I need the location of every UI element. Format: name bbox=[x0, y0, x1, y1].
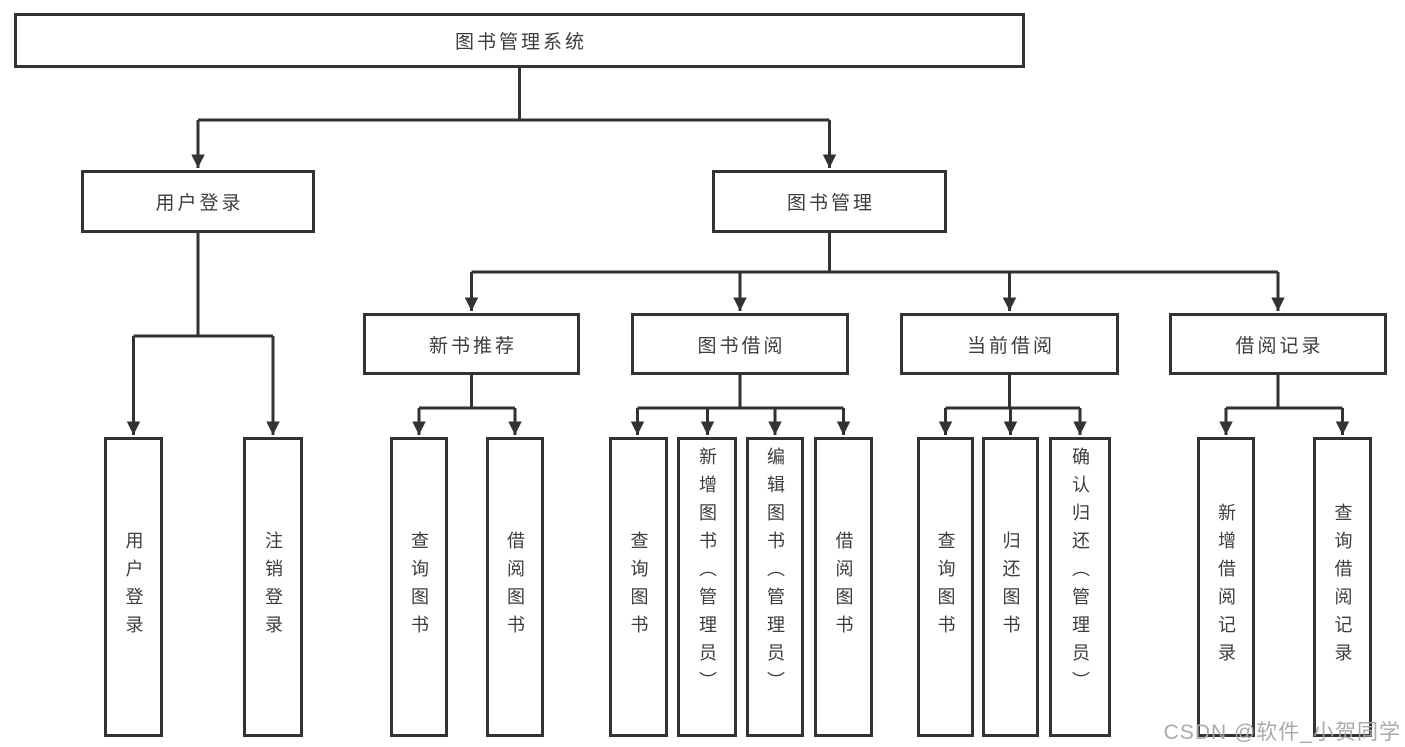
leaf-query-book: 查询图书 bbox=[609, 437, 668, 737]
node-label: 当前借阅 bbox=[966, 335, 1055, 357]
node-label: 借阅记录 bbox=[1235, 335, 1324, 357]
node-label: 图书管理 bbox=[786, 193, 875, 214]
csdn-watermark: CSDN @软件_小贺同学 bbox=[1163, 721, 1401, 744]
leaf-borrow-book: 借阅图书 bbox=[814, 437, 873, 737]
node-library-system: 图书管理系统 bbox=[14, 13, 1025, 68]
node-borrow-record: 借阅记录 bbox=[1169, 313, 1387, 375]
branch-user-login bbox=[133, 233, 273, 338]
leaf-label: 新增图书（管理员） bbox=[697, 447, 717, 699]
leaf-label: 归还图书 bbox=[1000, 531, 1021, 643]
leaf-label: 确认归还（管理员） bbox=[1070, 447, 1090, 699]
leaf-add-book-admin: 新增图书（管理员） bbox=[677, 437, 737, 737]
branch-borrow-record bbox=[1226, 375, 1343, 410]
leaf-query-book: 查询图书 bbox=[390, 437, 448, 737]
node-label: 用户登录 bbox=[155, 193, 244, 214]
leaf-query-book: 查询图书 bbox=[917, 437, 974, 737]
leaf-add-borrow-record: 新增借阅记录 bbox=[1197, 437, 1255, 737]
leaf-user-login: 用户登录 bbox=[104, 437, 163, 737]
branch-root bbox=[198, 68, 830, 122]
leaf-return-book: 归还图书 bbox=[982, 437, 1039, 737]
leaf-confirm-return-admin: 确认归还（管理员） bbox=[1049, 437, 1111, 737]
branch-book-borrow bbox=[637, 375, 844, 410]
node-label: 新书推荐 bbox=[428, 335, 517, 357]
leaf-label: 用户登录 bbox=[123, 531, 144, 643]
leaf-edit-book-admin: 编辑图书（管理员） bbox=[746, 437, 804, 737]
node-label: 图书借阅 bbox=[697, 335, 786, 357]
node-book-borrow: 图书借阅 bbox=[631, 313, 849, 375]
branch-current-borrow bbox=[945, 375, 1080, 410]
node-user-login: 用户登录 bbox=[81, 170, 315, 233]
node-label: 图书管理系统 bbox=[454, 32, 587, 53]
leaf-label: 查询借阅记录 bbox=[1332, 503, 1353, 671]
leaf-logout: 注销登录 bbox=[243, 437, 303, 737]
leaf-label: 借阅图书 bbox=[505, 531, 525, 643]
branch-new-book-rec bbox=[419, 375, 515, 410]
leaf-label: 查询图书 bbox=[409, 531, 429, 643]
node-book-management: 图书管理 bbox=[712, 170, 947, 233]
leaf-label: 查询图书 bbox=[935, 531, 956, 643]
leaf-label: 新增借阅记录 bbox=[1216, 503, 1236, 671]
node-current-borrow: 当前借阅 bbox=[900, 313, 1119, 375]
leaf-label: 查询图书 bbox=[628, 531, 649, 643]
node-new-book-recommend: 新书推荐 bbox=[363, 313, 580, 375]
leaf-label: 借阅图书 bbox=[833, 531, 854, 643]
leaf-label: 注销登录 bbox=[263, 531, 283, 643]
leaf-borrow-book: 借阅图书 bbox=[486, 437, 544, 737]
leaf-label: 编辑图书（管理员） bbox=[765, 447, 785, 699]
leaf-query-borrow-record: 查询借阅记录 bbox=[1313, 437, 1372, 737]
branch-book-mgmt bbox=[471, 233, 1278, 274]
